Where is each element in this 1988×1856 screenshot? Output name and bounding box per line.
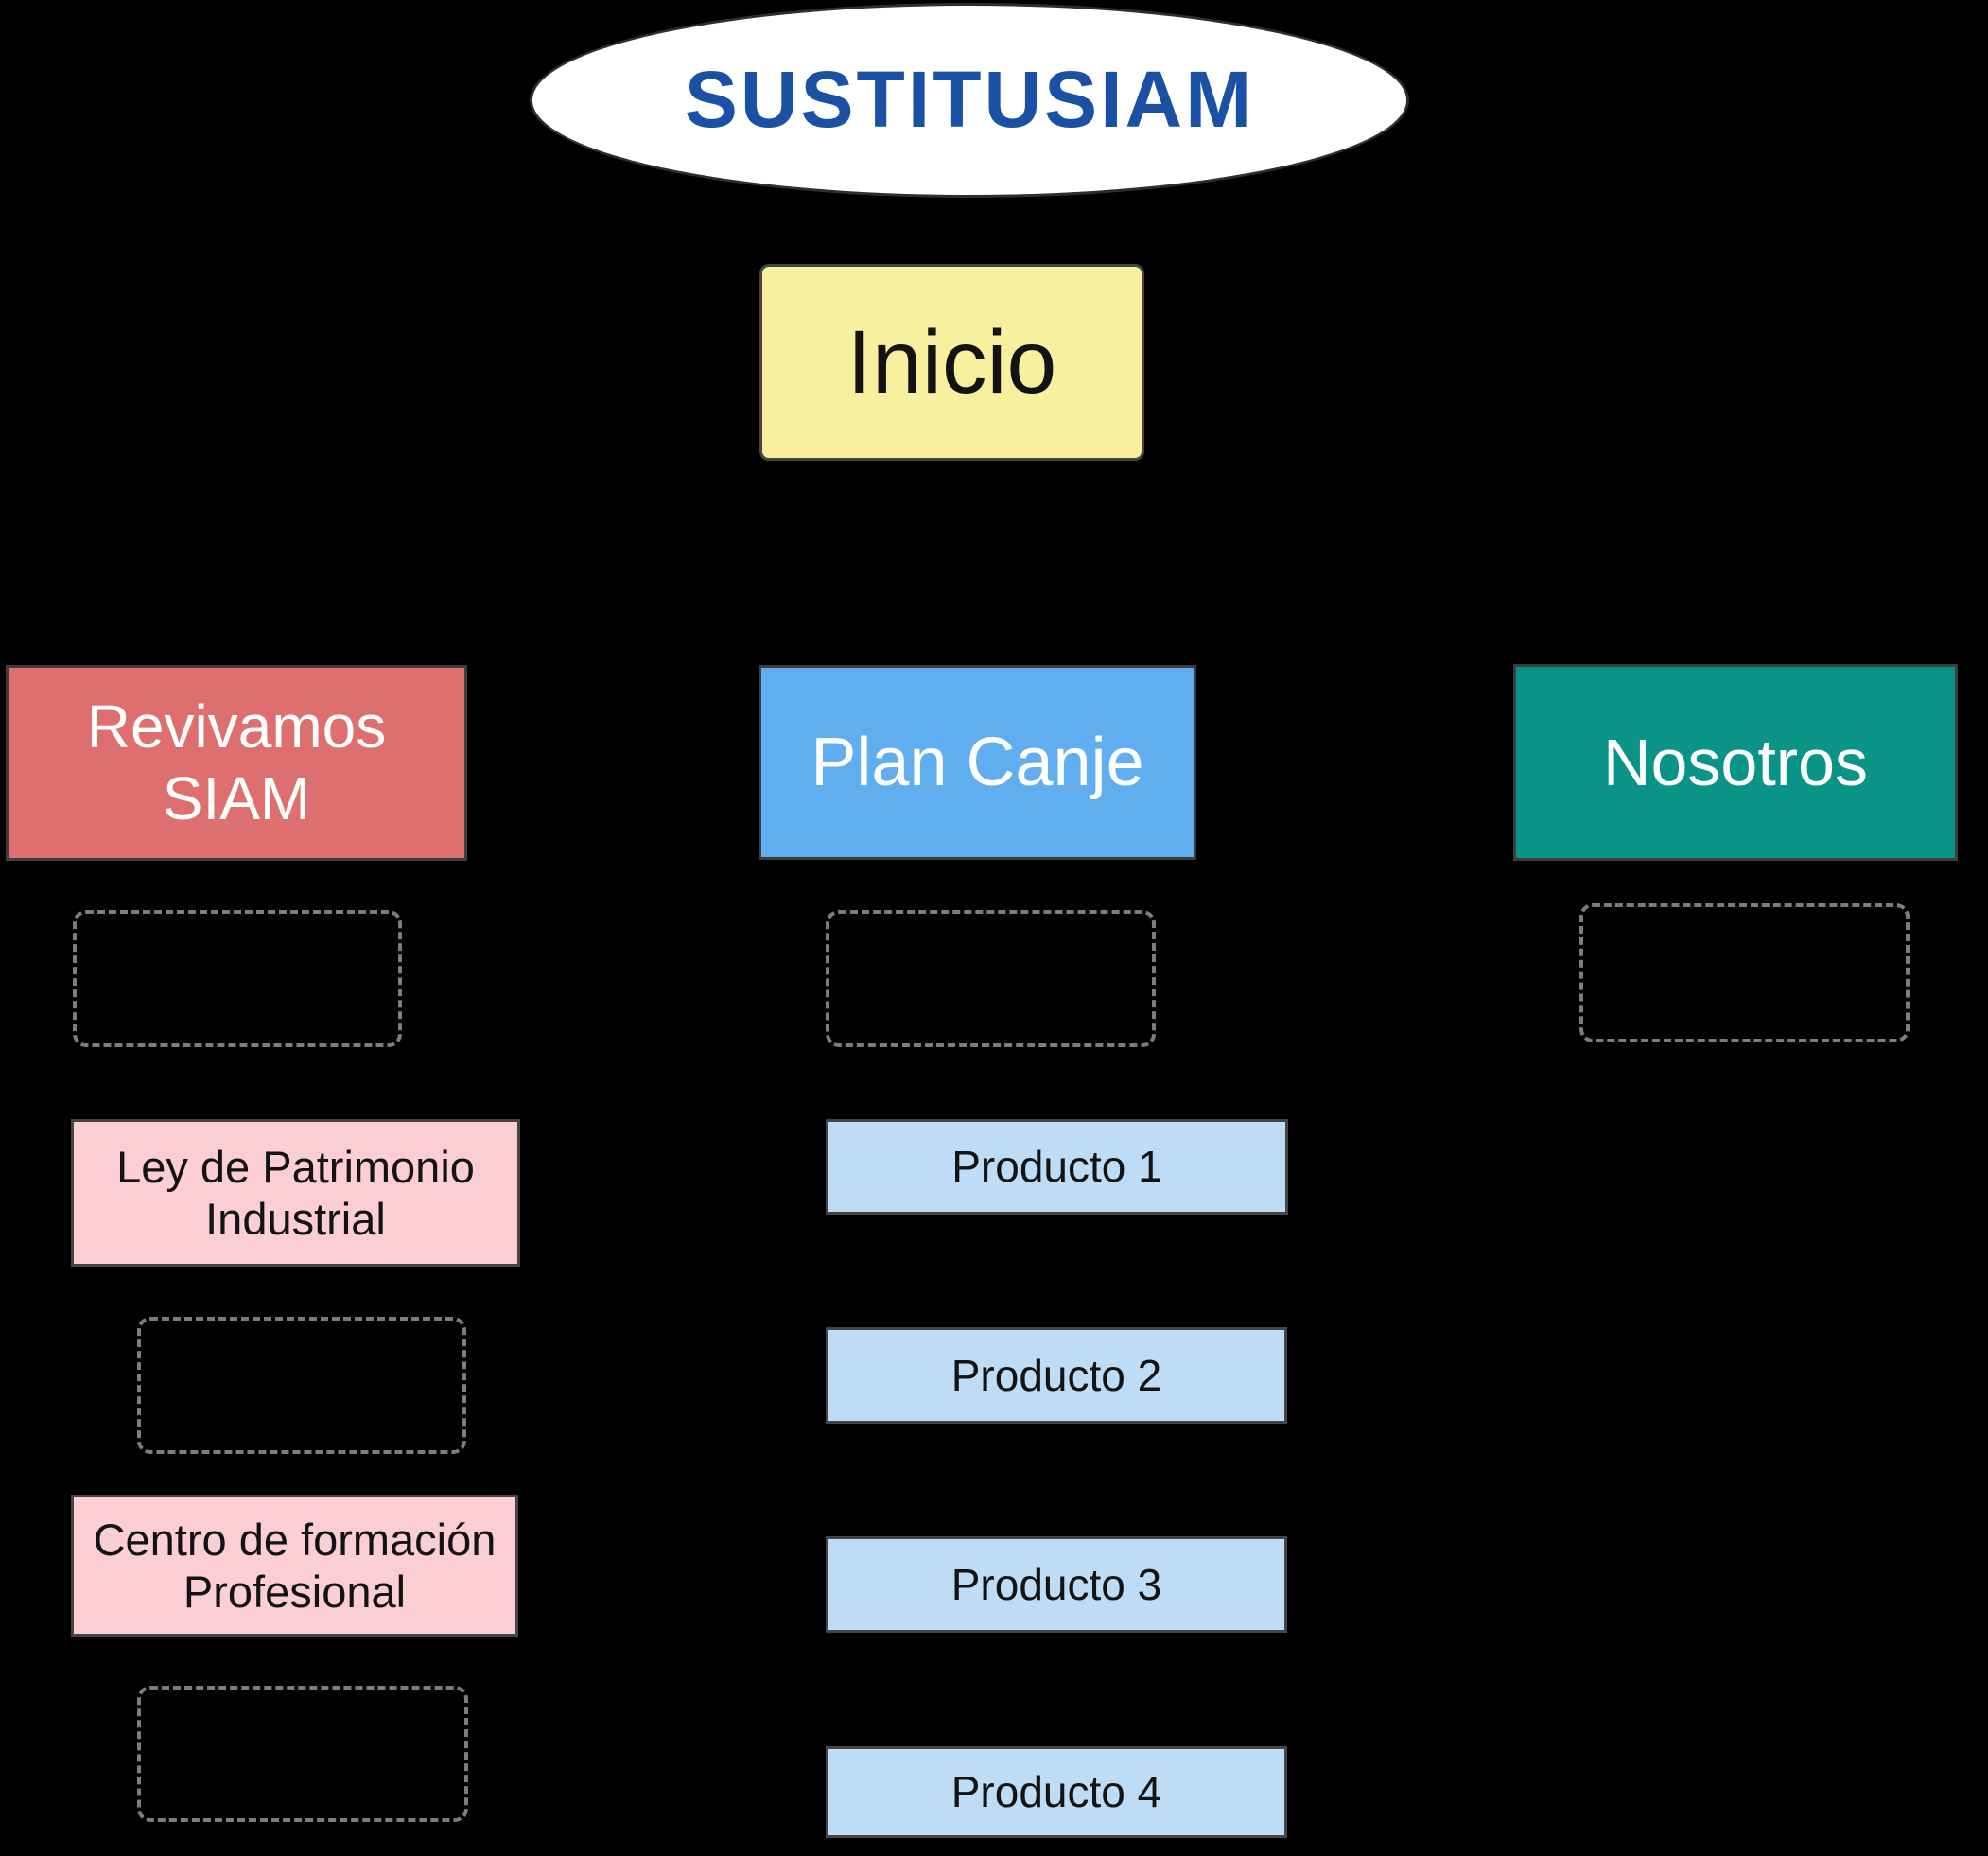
node-ley-de-patrimonio-industrial: Ley de Patrimonio Industrial (71, 1119, 520, 1267)
placeholder-node (137, 1686, 468, 1822)
placeholder-node (73, 910, 402, 1047)
node-producto-2: Producto 2 (826, 1327, 1287, 1424)
node-inicio: Inicio (759, 264, 1144, 461)
node-producto-4: Producto 4 (826, 1746, 1287, 1838)
node-producto-3: Producto 3 (826, 1536, 1287, 1633)
node-revivamos-siam: Revivamos SIAM (6, 665, 467, 861)
placeholder-node (826, 910, 1156, 1047)
node-nosotros: Nosotros (1513, 664, 1958, 861)
node-producto-1: Producto 1 (826, 1119, 1288, 1215)
placeholder-node (1579, 903, 1910, 1042)
node-centro-de-formacion-profesional: Centro de formación Profesional (71, 1495, 518, 1637)
root-node-sustitusiam: SUSTITUSIAM (530, 3, 1409, 198)
placeholder-node (137, 1317, 466, 1454)
node-plan-canje: Plan Canje (759, 665, 1196, 860)
